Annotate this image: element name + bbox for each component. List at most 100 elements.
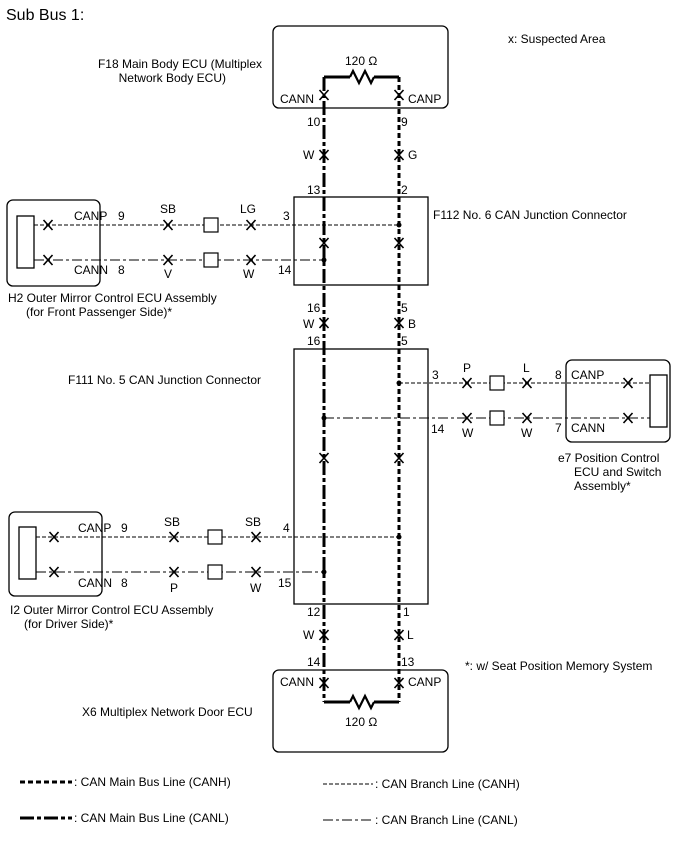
junction-dot (396, 222, 402, 228)
wire-color: W (303, 317, 315, 331)
i2-canp-term: CANP (78, 521, 111, 535)
legend-branch-canl: : CAN Branch Line (CANL) (375, 813, 518, 827)
f111-label: F111 No. 5 CAN Junction Connector (68, 373, 261, 387)
pin-number: 3 (432, 368, 439, 382)
f111-connector-box (293, 348, 429, 605)
e7-connector-icon (649, 374, 668, 428)
diagram-title: Sub Bus 1: (6, 7, 84, 24)
wire-color: W (250, 581, 262, 595)
junction-dot (396, 380, 402, 386)
h2-canp-pin: 9 (118, 209, 125, 223)
pin-number: 1 (403, 605, 410, 619)
pin-number: 10 (307, 115, 321, 129)
wire-color: B (408, 317, 416, 331)
pin-number: 5 (401, 301, 408, 315)
wire-color: W (303, 148, 315, 162)
e7-label-line2: ECU and Switch (574, 465, 661, 479)
i2-label-line1: I2 Outer Mirror Control ECU Assembly (10, 603, 213, 617)
f112-connector-box (293, 196, 429, 286)
wire-color: L (523, 361, 530, 375)
f18-ecu-box (272, 25, 449, 109)
inline-connector (207, 529, 223, 545)
e7-cann-term: CANN (571, 421, 605, 435)
pin-number: 2 (401, 183, 408, 197)
wire-color: G (408, 148, 417, 162)
i2-cann-term: CANN (78, 576, 112, 590)
footnote: *: w/ Seat Position Memory System (465, 659, 652, 673)
pin-number: 14 (431, 422, 445, 436)
pin-number: 15 (278, 576, 292, 590)
inline-connector (489, 410, 505, 426)
pin-number: 13 (307, 183, 321, 197)
pin-number: 16 (307, 301, 321, 315)
junction-dot (321, 415, 327, 421)
f18-label-line2: Network Body ECU) (119, 71, 226, 85)
f18-resistor-value: 120 Ω (345, 54, 377, 68)
x6-ecu-box (272, 669, 449, 753)
wire-color: W (462, 426, 474, 440)
wire-color: L (407, 628, 414, 642)
inline-connector (203, 217, 219, 233)
wire-color: SB (160, 202, 176, 216)
wire-color: SB (164, 515, 180, 529)
pin-number: 16 (307, 334, 321, 348)
wire-color: W (521, 426, 533, 440)
x6-canp-term: CANP (408, 675, 441, 689)
h2-ecu-box (6, 199, 101, 287)
h2-connector-icon (16, 215, 35, 269)
pin-number: 5 (401, 334, 408, 348)
wire-color: SB (245, 515, 261, 529)
legend-branch-canh: : CAN Branch Line (CANH) (375, 777, 520, 791)
pin-number: 14 (307, 655, 321, 669)
e7-label-line3: Assembly* (574, 479, 631, 493)
f18-cann-term: CANN (280, 92, 314, 106)
i2-canp-pin: 9 (121, 521, 128, 535)
pin-number: 14 (278, 263, 292, 277)
x6-resistor-value: 120 Ω (345, 715, 377, 729)
e7-canp-term: CANP (571, 368, 604, 382)
legend-main-canh: : CAN Main Bus Line (CANH) (74, 775, 231, 789)
x6-cann-term: CANN (280, 675, 314, 689)
f18-canp-term: CANP (408, 92, 441, 106)
f18-label-line1: F18 Main Body ECU (Multiplex (98, 57, 262, 71)
inline-connector (207, 564, 223, 580)
inline-connector (203, 252, 219, 268)
suspected-area-marks (42, 89, 634, 689)
pin-number: 12 (307, 605, 321, 619)
pin-number: 13 (401, 655, 415, 669)
suspected-area-note: x: Suspected Area (508, 32, 606, 46)
f18-resistor-icon (349, 68, 375, 86)
e7-cann-pin: 7 (555, 421, 562, 435)
wire-color: LG (240, 202, 256, 216)
wire-color: W (303, 628, 315, 642)
i2-ecu-box (8, 511, 103, 597)
i2-label-line2: (for Driver Side)* (24, 617, 114, 631)
e7-label-line1: e7 Position Control (558, 451, 659, 465)
junction-dot (321, 569, 327, 575)
h2-label-line1: H2 Outer Mirror Control ECU Assembly (8, 291, 217, 305)
i2-cann-pin: 8 (121, 576, 128, 590)
pin-number: 3 (283, 209, 290, 223)
h2-cann-pin: 8 (118, 263, 125, 277)
i2-connector-icon (18, 526, 37, 580)
pin-number: 9 (401, 115, 408, 129)
h2-cann-term: CANN (74, 263, 108, 277)
legend-main-canl: : CAN Main Bus Line (CANL) (74, 811, 229, 825)
e7-ecu-box (565, 359, 671, 443)
f112-label: F112 No. 6 CAN Junction Connector (433, 208, 627, 222)
junction-dot (321, 257, 327, 263)
h2-label-line2: (for Front Passenger Side)* (26, 305, 172, 319)
wire-color: P (463, 361, 471, 375)
h2-canp-term: CANP (74, 209, 107, 223)
e7-canp-pin: 8 (555, 368, 562, 382)
wire-color: P (170, 581, 178, 595)
x6-resistor-icon (349, 693, 375, 711)
wire-color: V (164, 267, 172, 281)
x6-label: X6 Multiplex Network Door ECU (82, 705, 253, 719)
junction-dot (396, 534, 402, 540)
wire-color: W (243, 267, 255, 281)
inline-connector (489, 375, 505, 391)
pin-number: 4 (283, 521, 290, 535)
